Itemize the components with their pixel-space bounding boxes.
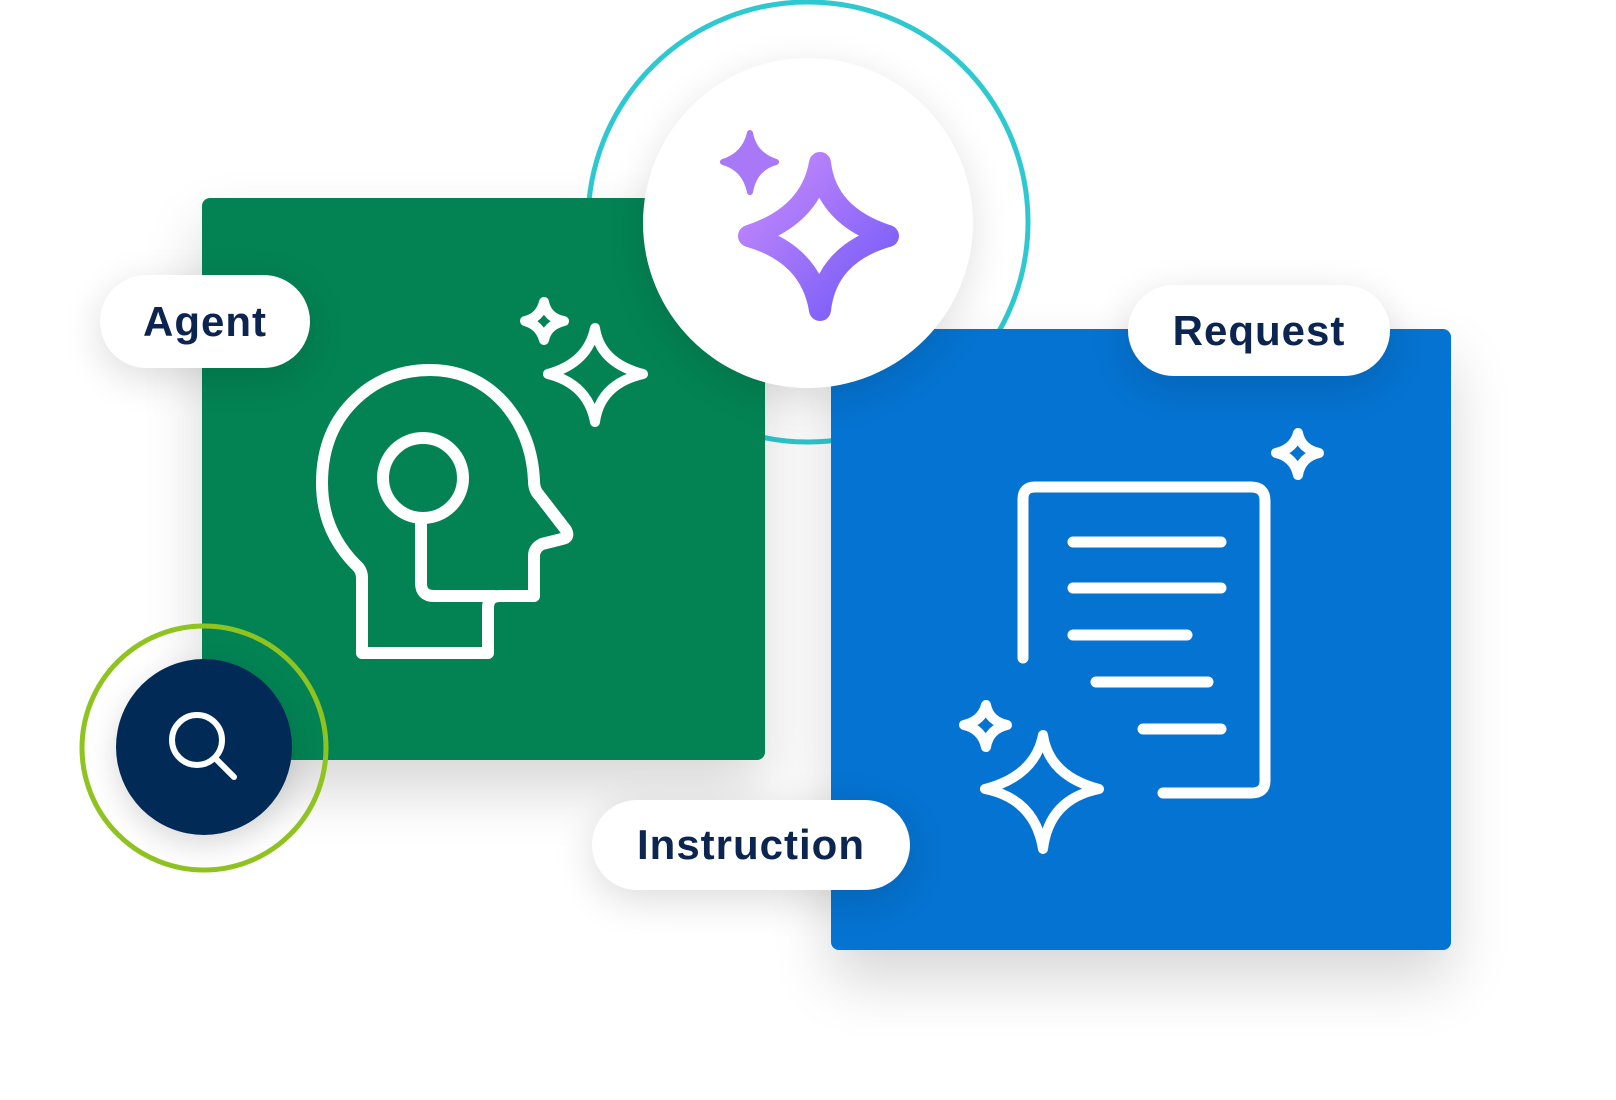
agent-label: Agent [100,275,310,368]
lime-ring [79,623,329,873]
sparkle-icon [959,428,1324,854]
request-label-text: Request [1172,306,1346,354]
request-card [831,329,1451,950]
search-icon [169,712,237,780]
sparkle-icon [520,297,648,427]
agent-label-text: Agent [143,297,267,345]
search-button[interactable] [116,659,292,835]
ai-sparkle-icon [720,130,899,321]
instruction-label-text: Instruction [637,821,865,868]
document-icon [959,428,1324,854]
instruction-label: Instruction [592,800,910,890]
ai-sparkle-badge [643,58,973,388]
head-profile-icon [316,297,648,659]
request-label: Request [1128,285,1390,376]
